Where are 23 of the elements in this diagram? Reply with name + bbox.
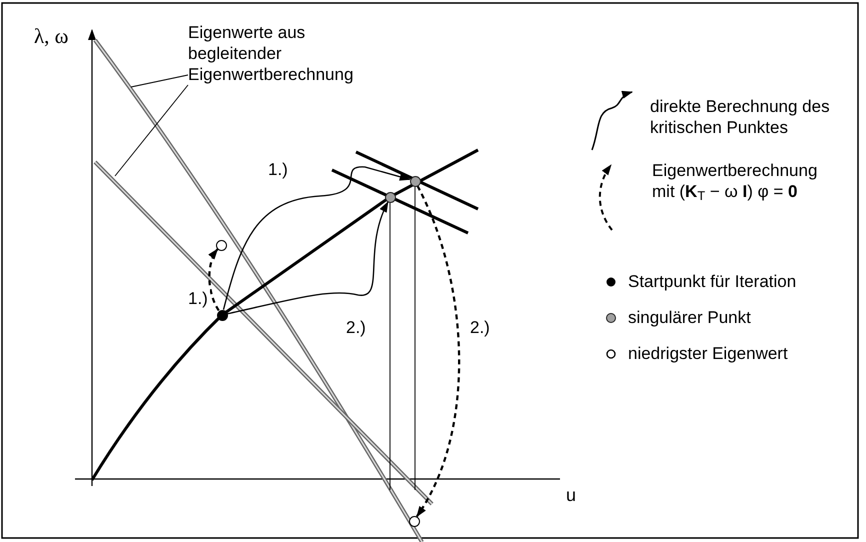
annotation-text: Eigenwerte aus begleitender Eigenwertberechnung: [188, 22, 403, 85]
legend-text: Startpunkt für Iteration: [628, 271, 798, 292]
point-marker: [384, 192, 396, 202]
wavy-arrow: [227, 201, 388, 314]
edge-label: 2.): [468, 318, 492, 338]
legend-text: singulärer Punkt: [628, 307, 752, 328]
leader-line: [114, 84, 188, 176]
dashed-arrow: [416, 185, 460, 518]
dashed-arrow: [208, 248, 220, 312]
legend-text: niedrigster Eigenwert: [628, 343, 789, 364]
legend-text: Eigenwertberechnung mit (K$_{T}$ − ω I) φ = 0: [652, 160, 818, 202]
legend-text: direkte Berechnung des kritischen Punktes: [650, 96, 831, 138]
edge-label: 1.): [186, 289, 210, 309]
axis-label: u: [566, 486, 576, 504]
edge-label: 1.): [266, 160, 290, 180]
edge-label: 2.): [344, 318, 368, 338]
point-marker: [216, 240, 226, 250]
wavy-arrow: [222, 166, 411, 310]
leader-line: [130, 74, 188, 88]
point-marker: [410, 176, 420, 186]
point-marker: [408, 516, 420, 526]
axis-label: λ, ω: [34, 26, 69, 47]
point-marker: [216, 310, 228, 320]
